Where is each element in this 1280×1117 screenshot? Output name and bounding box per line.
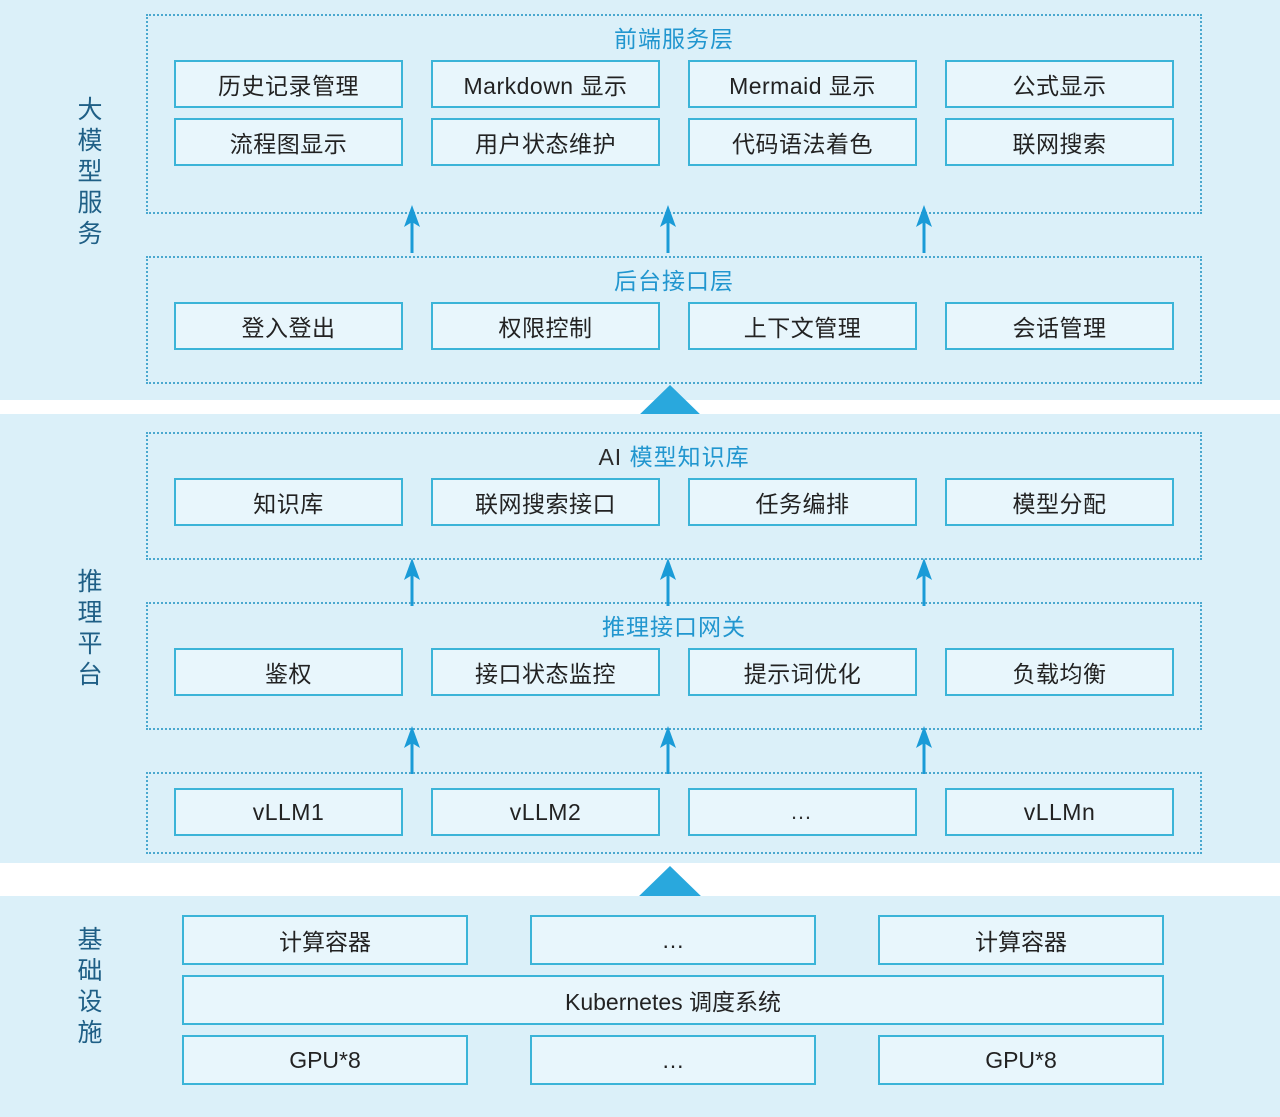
section-label-infrastructure: 基础设施 xyxy=(74,926,102,1050)
node-model-allocation[interactable]: 模型分配 xyxy=(945,477,1174,526)
node-authentication[interactable]: 鉴权 xyxy=(174,647,403,696)
node-row-vllm: vLLM1 vLLM2 … vLLMn xyxy=(148,788,1200,836)
arrow-up-icon-gateway-2 xyxy=(660,726,676,774)
node-compute-container-2[interactable]: 计算容器 xyxy=(878,915,1164,965)
node-history-management[interactable]: 历史记录管理 xyxy=(174,59,403,108)
arrow-up-icon-gateway-3 xyxy=(916,726,932,774)
arrow-up-icon-ai-3 xyxy=(916,558,932,606)
group-title-ai-prefix: AI xyxy=(598,444,623,470)
node-row-ai-1: 知识库 联网搜索接口 任务编排 模型分配 xyxy=(148,477,1200,526)
node-code-syntax-highlight[interactable]: 代码语法着色 xyxy=(688,117,917,166)
node-api-status-monitoring[interactable]: 接口状态监控 xyxy=(431,647,660,696)
node-prompt-optimization[interactable]: 提示词优化 xyxy=(688,647,917,696)
group-title-frontend: 前端服务层 xyxy=(614,26,734,52)
group-title-ai-main: 模型知识库 xyxy=(629,444,750,470)
node-compute-container-1[interactable]: 计算容器 xyxy=(182,915,468,965)
node-formula-display[interactable]: 公式显示 xyxy=(945,59,1174,108)
node-row-frontend-1: 历史记录管理 Markdown 显示 Mermaid 显示 公式显示 xyxy=(148,59,1200,108)
node-vllm-1[interactable]: vLLM1 xyxy=(174,788,403,836)
arrow-up-icon-ai-2 xyxy=(660,558,676,606)
arrow-up-icon-frontend-3 xyxy=(916,205,932,253)
section-label-inference-platform: 推理平台 xyxy=(74,568,102,692)
section-label-llm-service: 大模型服务 xyxy=(74,96,102,251)
node-context-management[interactable]: 上下文管理 xyxy=(688,301,917,350)
node-flowchart-display[interactable]: 流程图显示 xyxy=(174,117,403,166)
group-frontend-service-layer: 前端服务层 历史记录管理 Markdown 显示 Mermaid 显示 公式显示… xyxy=(146,14,1202,214)
group-title-backend: 后台接口层 xyxy=(614,268,734,294)
node-knowledge-base[interactable]: 知识库 xyxy=(174,477,403,526)
node-web-search[interactable]: 联网搜索 xyxy=(945,117,1174,166)
node-gpu-ellipsis: … xyxy=(530,1035,816,1085)
infrastructure-content: 计算容器 … 计算容器 Kubernetes 调度系统 GPU*8 … GPU*… xyxy=(182,915,1164,1095)
node-task-orchestration[interactable]: 任务编排 xyxy=(688,477,917,526)
group-ai-knowledge-base: AI 模型知识库 知识库 联网搜索接口 任务编排 模型分配 xyxy=(146,432,1202,560)
node-user-state-maintenance[interactable]: 用户状态维护 xyxy=(431,117,660,166)
arrow-up-icon-frontend-1 xyxy=(404,205,420,253)
node-row-frontend-2: 流程图显示 用户状态维护 代码语法着色 联网搜索 xyxy=(148,117,1200,166)
arrow-up-icon-frontend-2 xyxy=(660,205,676,253)
node-row-kubernetes: Kubernetes 调度系统 xyxy=(182,975,1164,1025)
arrow-up-icon-ai-1 xyxy=(404,558,420,606)
arrow-up-block-icon-infra xyxy=(635,866,705,924)
node-login-logout[interactable]: 登入登出 xyxy=(174,301,403,350)
node-mermaid-display[interactable]: Mermaid 显示 xyxy=(688,59,917,108)
node-vllm-ellipsis: … xyxy=(688,788,917,836)
node-row-gateway-1: 鉴权 接口状态监控 提示词优化 负载均衡 xyxy=(148,647,1200,696)
node-session-management[interactable]: 会话管理 xyxy=(945,301,1174,350)
node-permission-control[interactable]: 权限控制 xyxy=(431,301,660,350)
node-markdown-display[interactable]: Markdown 显示 xyxy=(431,59,660,108)
group-title-inference-gateway: 推理接口网关 xyxy=(602,614,746,640)
node-row-compute-containers: 计算容器 … 计算容器 xyxy=(182,915,1164,965)
node-vllm-2[interactable]: vLLM2 xyxy=(431,788,660,836)
group-backend-interface-layer: 后台接口层 登入登出 权限控制 上下文管理 会话管理 xyxy=(146,256,1202,384)
group-vllm-instances: vLLM1 vLLM2 … vLLMn xyxy=(146,772,1202,854)
node-gpu-1[interactable]: GPU*8 xyxy=(182,1035,468,1085)
node-kubernetes-scheduler[interactable]: Kubernetes 调度系统 xyxy=(182,975,1164,1025)
node-web-search-api[interactable]: 联网搜索接口 xyxy=(431,477,660,526)
group-inference-gateway: 推理接口网关 鉴权 接口状态监控 提示词优化 负载均衡 xyxy=(146,602,1202,730)
node-gpu-2[interactable]: GPU*8 xyxy=(878,1035,1164,1085)
node-row-backend-1: 登入登出 权限控制 上下文管理 会话管理 xyxy=(148,301,1200,350)
node-load-balancing[interactable]: 负载均衡 xyxy=(945,647,1174,696)
group-title-ai-knowledge-base: AI 模型知识库 xyxy=(148,444,1200,472)
arrow-up-icon-gateway-1 xyxy=(404,726,420,774)
node-compute-container-ellipsis: … xyxy=(530,915,816,965)
node-row-gpus: GPU*8 … GPU*8 xyxy=(182,1035,1164,1085)
node-vllm-n[interactable]: vLLMn xyxy=(945,788,1174,836)
